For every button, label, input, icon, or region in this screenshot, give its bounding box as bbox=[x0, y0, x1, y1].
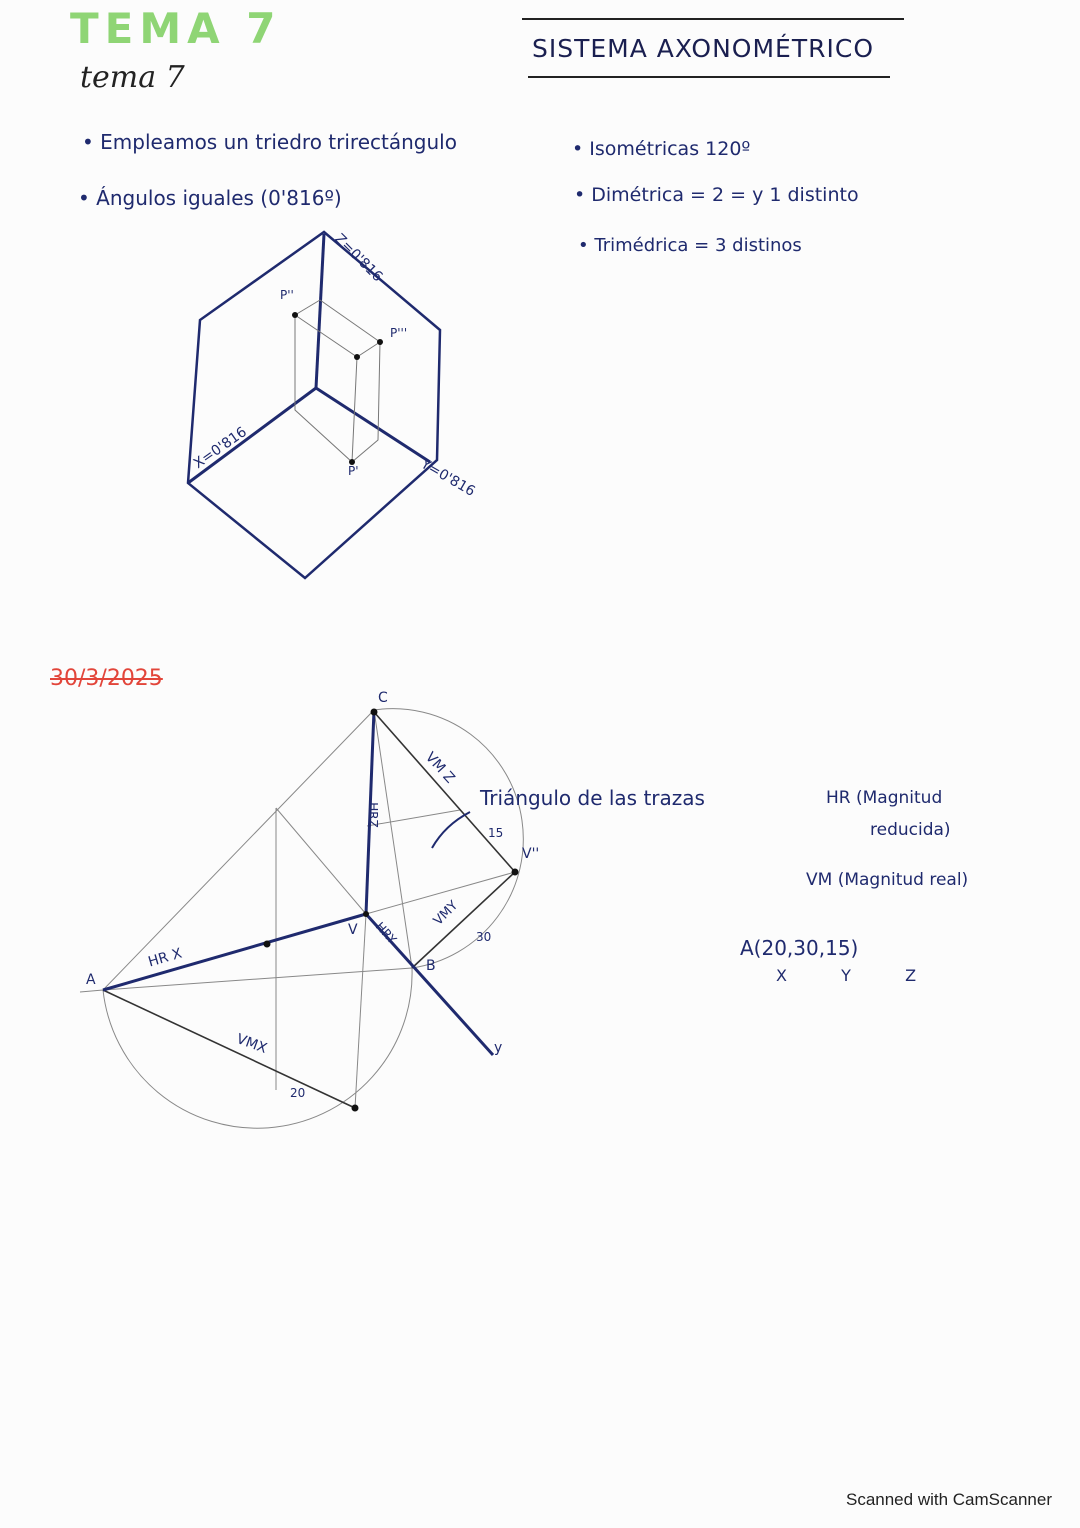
y-axis bbox=[315, 386, 431, 464]
date: 30/3/2025 bbox=[50, 666, 163, 691]
label-a: A bbox=[86, 972, 96, 988]
label-v2: V'' bbox=[522, 846, 540, 862]
label-p2: P'' bbox=[280, 288, 294, 302]
camscanner-watermark: Scanned with CamScanner bbox=[845, 1490, 1052, 1509]
hexagon-outline bbox=[186, 230, 442, 580]
label-v: V bbox=[348, 922, 358, 938]
rule-bottom bbox=[528, 76, 890, 78]
note-right-1: • Isométricas 120º bbox=[572, 138, 751, 160]
note-left-1: • Empleamos un triedro trirectángulo bbox=[82, 130, 457, 154]
hr-definition-1: HR (Magnitud bbox=[826, 788, 943, 808]
triangle-label: Triángulo de las trazas bbox=[480, 786, 705, 810]
label-p3: P''' bbox=[390, 326, 408, 340]
label-20: 20 bbox=[290, 1086, 306, 1100]
z-axis bbox=[314, 233, 326, 389]
rule-top bbox=[522, 18, 904, 20]
title-script: tema 7 bbox=[80, 60, 185, 95]
vm-definition: VM (Magnitud real) bbox=[806, 870, 969, 890]
arrow-icon bbox=[431, 811, 471, 849]
label-y-axis: y bbox=[494, 1040, 503, 1056]
note-left-2: • Ángulos iguales (0'816º) bbox=[78, 186, 342, 210]
axis-legend: X Y Z bbox=[776, 966, 917, 985]
label-hrz: HRZ bbox=[365, 802, 380, 828]
hr-definition-2: reducida) bbox=[870, 820, 951, 840]
label-30: 30 bbox=[476, 930, 492, 944]
note-right-3: • Trimédrica = 3 distinos bbox=[578, 235, 802, 256]
trace-triangle-diagram bbox=[79, 708, 524, 1129]
point-coordinates: A(20,30,15) bbox=[740, 936, 859, 960]
label-b: B bbox=[426, 958, 436, 974]
upper-arc bbox=[373, 708, 524, 969]
lower-arc bbox=[102, 967, 413, 1129]
label-p1: P' bbox=[348, 464, 359, 478]
x-axis bbox=[187, 386, 317, 485]
subject-title: SISTEMA AXONOMÉTRICO bbox=[532, 34, 874, 63]
label-15: 15 bbox=[488, 826, 504, 840]
note-right-2: • Dimétrica = 2 = y 1 distinto bbox=[574, 184, 859, 206]
title-highlight: TEMA 7 bbox=[70, 4, 282, 53]
isometric-diagram bbox=[186, 230, 442, 580]
label-c: C bbox=[378, 690, 388, 706]
